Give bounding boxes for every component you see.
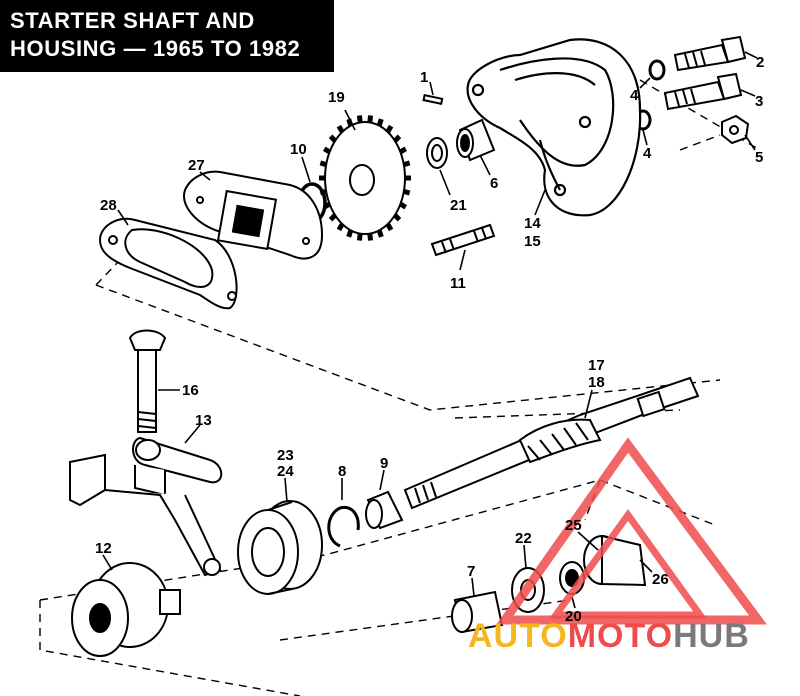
label-24: 24 [277, 463, 294, 480]
label-26: 26 [652, 571, 669, 588]
label-7: 7 [467, 563, 475, 580]
label-14: 14 [524, 215, 541, 232]
label-15: 15 [524, 233, 541, 250]
label-9: 9 [380, 455, 388, 472]
gasket-28 [98, 217, 238, 310]
label-11: 11 [450, 275, 466, 292]
label-18: 18 [588, 374, 605, 391]
bolt-3 [663, 72, 743, 111]
gear-tooth [328, 213, 337, 222]
gear-tooth [376, 229, 384, 238]
label-20: 20 [565, 608, 582, 625]
gear-tooth [399, 201, 408, 210]
label-4a: 4 [630, 87, 639, 104]
gear-tooth [322, 146, 331, 155]
label-1: 1 [420, 69, 428, 86]
label-12: 12 [95, 540, 112, 557]
watermark-auto: AUTO [468, 617, 568, 655]
gear-19 [319, 115, 411, 241]
shaft-end-25-26-20 [559, 534, 647, 595]
gear-tooth [336, 222, 345, 232]
label-3: 3 [755, 93, 763, 110]
screw-16 [128, 329, 167, 433]
gear-tooth [403, 188, 411, 196]
nut-5 [721, 114, 750, 145]
gear-tooth [367, 115, 374, 123]
gear-tooth [393, 134, 402, 143]
label-23: 23 [277, 447, 294, 464]
label-10: 10 [290, 141, 307, 158]
gear-tooth [403, 160, 411, 168]
watermark-logo [496, 437, 767, 625]
label-25: 25 [565, 517, 582, 534]
part-labels: 1 2 3 4 4 5 6 21 14 15 11 19 10 27 28 16… [95, 54, 764, 625]
label-17: 17 [588, 357, 605, 374]
bolt-2 [673, 35, 747, 72]
leader-lines [102, 51, 758, 609]
title-line-1: STARTER SHAFT AND [10, 8, 255, 33]
gear-tooth [356, 115, 363, 123]
plate-27 [183, 170, 324, 260]
gear-tooth [367, 233, 374, 241]
label-5: 5 [755, 149, 763, 166]
gear-tooth [356, 233, 363, 241]
lock-washer-4a [648, 59, 666, 81]
label-2: 2 [756, 54, 764, 71]
gear-tooth [346, 118, 354, 127]
watermark-moto: MOTO [568, 617, 673, 655]
label-19: 19 [328, 89, 345, 106]
lever-13 [69, 436, 223, 577]
gear-tooth [346, 229, 354, 238]
gear-tooth [385, 222, 394, 232]
gear-tooth [328, 134, 337, 143]
title-box: STARTER SHAFT AND HOUSING — 1965 TO 1982 [0, 0, 334, 72]
bearing-7 [451, 590, 504, 634]
pin-1 [422, 93, 444, 105]
label-4b: 4 [643, 145, 652, 162]
gear-tooth [385, 124, 394, 134]
label-16: 16 [182, 382, 199, 399]
label-22: 22 [515, 530, 532, 547]
starter-shaft-17-18 [403, 376, 700, 510]
bushing-9 [365, 490, 404, 530]
title-line-2: HOUSING — 1965 TO 1982 [10, 36, 301, 61]
watermark-hub: HUB [673, 617, 750, 655]
watermark-text: AUTOMOTOHUB [468, 617, 750, 655]
gear-tooth [336, 124, 345, 134]
label-21: 21 [450, 197, 467, 214]
gear-tooth [319, 160, 327, 168]
label-28: 28 [100, 197, 117, 214]
label-27: 27 [188, 157, 205, 174]
stud-11 [430, 223, 496, 257]
bushing-6 [456, 118, 496, 162]
label-8: 8 [338, 463, 346, 480]
gear-tooth [393, 213, 402, 222]
gear-tooth [399, 146, 408, 155]
pulley-23-24 [237, 500, 323, 595]
gear-tooth [376, 118, 384, 127]
starter-housing-14-15 [466, 38, 642, 217]
starter-drive-12 [71, 562, 181, 657]
retaining-ring-8 [327, 505, 360, 548]
label-6: 6 [490, 175, 498, 192]
label-13: 13 [195, 412, 212, 429]
washer-21 [426, 137, 448, 169]
